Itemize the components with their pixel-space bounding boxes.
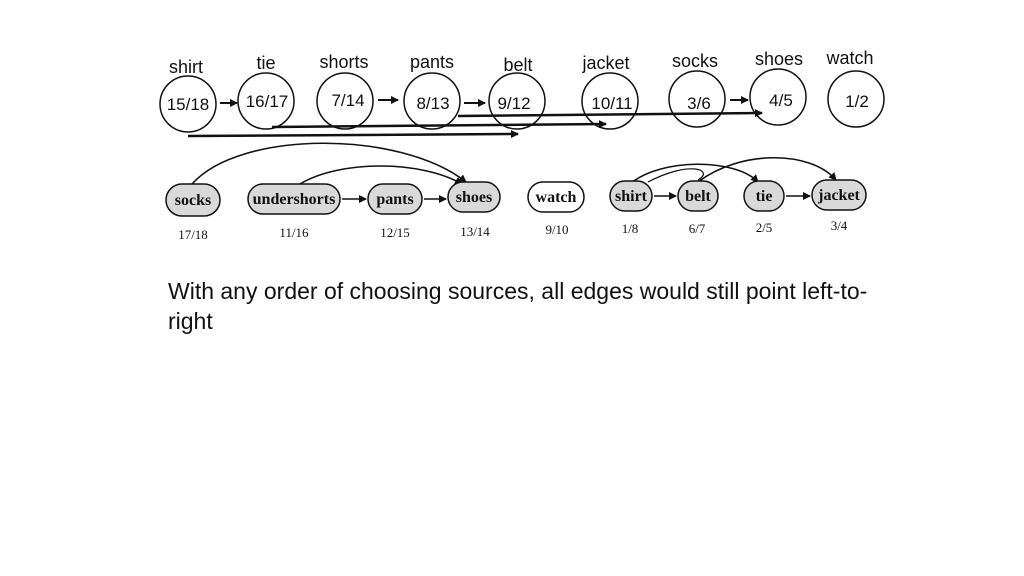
bottom-node-socks: socks 17/18 — [165, 183, 221, 242]
top-node-label: tie — [256, 53, 275, 73]
top-node-tie: tie 16/17 — [237, 53, 295, 130]
topological-order-diagram: socks 17/18 undershorts 11/16 pants 12/1… — [165, 142, 867, 242]
top-node-label: shorts — [319, 52, 368, 72]
bottom-node-time: 17/18 — [178, 227, 208, 242]
top-node-label: shoes — [755, 49, 803, 69]
bottom-node-undershorts: undershorts 11/16 — [247, 183, 341, 240]
top-node-belt: belt 9/12 — [488, 55, 546, 130]
bottom-node-label: socks — [175, 192, 211, 209]
bottom-node-time: 6/7 — [689, 221, 706, 236]
top-node-time: 15/18 — [167, 95, 210, 114]
edge-socks-shoes — [191, 142, 467, 185]
top-node-time: 9/12 — [497, 94, 530, 113]
bottom-node-shirt: shirt 1/8 — [609, 180, 653, 236]
top-node-time: 8/13 — [416, 94, 449, 113]
top-node-time: 10/11 — [591, 94, 632, 113]
top-node-label: shirt — [169, 57, 203, 77]
bottom-node-label: watch — [536, 189, 577, 206]
bottom-node-jacket: jacket 3/4 — [811, 179, 867, 233]
dfs-diagram-top: shirt 15/18 tie 16/17 shorts 7/14 pants … — [159, 48, 885, 139]
edge-shirt-jacket-via-arc — [697, 157, 837, 183]
bottom-node-time: 9/10 — [545, 222, 568, 237]
bottom-node-time: 13/14 — [460, 224, 490, 239]
top-node-time: 16/17 — [246, 92, 289, 111]
edge-belt-jacket — [647, 168, 704, 183]
edge-undershorts-shoes — [299, 165, 463, 185]
top-node-shoes: shoes 4/5 — [749, 49, 807, 126]
bottom-node-tie: tie 2/5 — [743, 180, 785, 235]
bottom-node-time: 1/8 — [622, 221, 639, 236]
top-node-socks: socks 3/6 — [668, 51, 726, 128]
bottom-node-shoes: shoes 13/14 — [447, 181, 501, 239]
top-node-label: jacket — [581, 53, 629, 73]
bottom-node-label: tie — [756, 188, 773, 205]
bottom-node-label: belt — [685, 188, 711, 205]
top-node-label: belt — [503, 55, 532, 75]
top-node-time: 1/2 — [845, 92, 869, 111]
top-node-jacket: jacket 10/11 — [581, 53, 639, 130]
bottom-node-belt: belt 6/7 — [677, 180, 719, 236]
bottom-node-time: 12/15 — [380, 225, 410, 240]
top-node-shorts: shorts 7/14 — [316, 52, 374, 130]
top-node-pants: pants 8/13 — [403, 52, 461, 130]
bottom-node-label: shoes — [456, 189, 492, 206]
bottom-node-label: jacket — [817, 187, 860, 204]
bottom-node-time: 3/4 — [831, 218, 848, 233]
top-node-label: socks — [672, 51, 718, 71]
edge-pants-shoes — [457, 109, 763, 118]
bottom-node-watch: watch 9/10 — [527, 181, 585, 237]
caption-text: With any order of choosing sources, all … — [168, 278, 868, 334]
bottom-node-label: pants — [376, 191, 413, 208]
top-node-label: watch — [825, 48, 873, 68]
top-node-time: 4/5 — [769, 91, 793, 110]
bottom-node-label: shirt — [615, 188, 648, 205]
edge-tie-jacket — [271, 120, 607, 129]
top-node-watch: watch 1/2 — [825, 48, 885, 128]
top-node-time: 7/14 — [331, 91, 364, 110]
edge-shirt-tie — [629, 163, 759, 185]
bottom-node-label: undershorts — [253, 191, 336, 208]
bottom-node-time: 2/5 — [756, 220, 773, 235]
edge-shirt-belt — [187, 130, 519, 139]
top-node-shirt: shirt 15/18 — [159, 57, 217, 133]
bottom-node-time: 11/16 — [279, 225, 309, 240]
top-node-time: 3/6 — [687, 94, 711, 113]
top-node-label: pants — [410, 52, 454, 72]
bottom-node-pants: pants 12/15 — [367, 183, 423, 240]
